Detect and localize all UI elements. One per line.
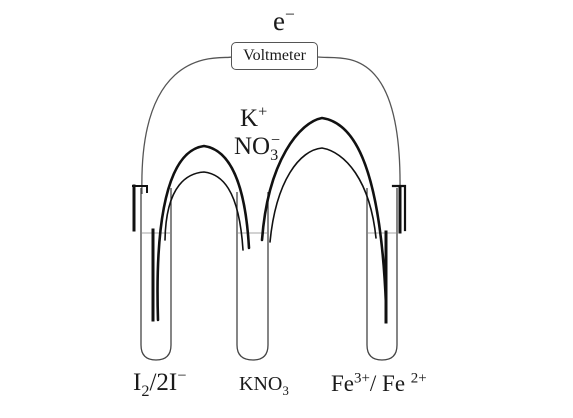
anion-label: NO3− [234, 130, 281, 164]
voltmeter-label: Voltmeter [243, 47, 306, 64]
voltmeter: Voltmeter [231, 42, 318, 70]
electrode-right [384, 184, 407, 324]
electron-flow-label: e− [273, 4, 295, 36]
electrode-left [132, 184, 155, 322]
cation-label: K+ [240, 102, 268, 132]
tube-left [140, 188, 172, 361]
salt-bridge-right [260, 116, 388, 307]
external-wire [141, 56, 232, 195]
tube-right [366, 188, 398, 361]
external-wire-right [317, 56, 401, 191]
tube-middle-label: KNO3 [239, 373, 289, 398]
salt-bridge-left [156, 144, 251, 322]
tube-left-label: I2/2I− [133, 366, 187, 400]
tube-right-label: Fe3+/ Fe 2+ [331, 370, 427, 396]
